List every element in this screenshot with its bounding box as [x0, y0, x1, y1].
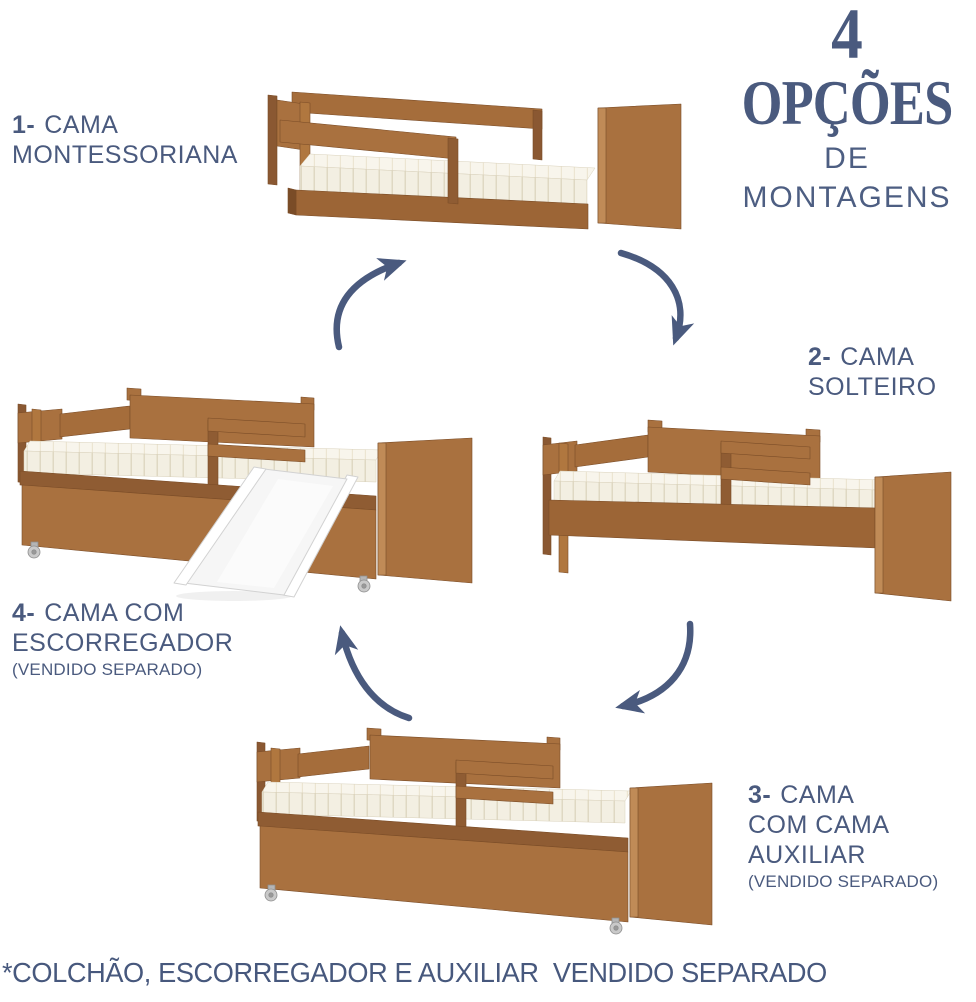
option-3-note: (VENDIDO SEPARADO) [748, 872, 939, 891]
bed-escorregador-image [17, 387, 473, 601]
option-1-number: 1- [12, 111, 36, 139]
bed3-footboard [629, 782, 713, 926]
option-3-number: 3- [748, 781, 772, 809]
option-4-label: 4-CAMA COM ESCORREGADOR (VENDIDO SEPARAD… [12, 598, 233, 681]
cycle-arrow-bed2-to-bed3-icon [615, 620, 694, 714]
bed1-base-frame [287, 187, 589, 230]
title-sub-line1: DE [824, 142, 870, 175]
title-number: 4 [831, 0, 863, 74]
option-4-line1: 4-CAMA COM [12, 599, 185, 627]
cycle-arrow-bed4-to-bed1-icon [333, 258, 407, 351]
option-1-line2: MONTESSORIANA [12, 141, 238, 169]
bed4-slide [173, 466, 359, 601]
bed4-headboard [17, 403, 131, 494]
bed4-caster-right-icon [357, 575, 371, 593]
option-2-number: 2- [808, 343, 832, 371]
bed3-headboard [256, 741, 370, 833]
bed3-trundle-drawer [257, 811, 629, 923]
bed-montessoriana-image [267, 91, 682, 230]
bed2-footboard [874, 471, 952, 602]
bed4-guard-rail [207, 417, 306, 492]
option-2-line2: SOLTEIRO [808, 373, 937, 401]
option-4-number: 4- [12, 599, 36, 627]
title-sub-line2: MONTAGENS [742, 181, 952, 214]
bed3-guard-rail [455, 759, 554, 835]
bed3-caster-left-icon [264, 884, 278, 902]
bed4-footboard [377, 437, 473, 584]
option-3-line1: 3-CAMA [748, 781, 855, 809]
option-4-note: (VENDIDO SEPARADO) [12, 660, 203, 679]
option-2-label: 2-CAMA SOLTEIRO [808, 342, 937, 402]
option-1-label: 1-CAMA MONTESSORIANA [12, 110, 238, 170]
bed4-back-panel [126, 387, 315, 448]
option-3-line2: COM CAMA [748, 811, 890, 839]
option-2-line1: 2-CAMA [808, 343, 915, 371]
bed1-guard-rail [279, 119, 459, 205]
bed4-caster-left-icon [27, 541, 41, 559]
bed1-footboard [597, 103, 682, 230]
cycle-arrow-bed3-to-bed4-icon [334, 625, 413, 722]
bed-cama-auxiliar-image [256, 727, 713, 935]
option-3-label: 3-CAMA COM CAMA AUXILIAR (VENDIDO SEPARA… [748, 780, 938, 893]
bed3-caster-right-icon [609, 917, 623, 935]
title: 4 OPÇÕES DE MONTAGENS [718, 0, 976, 216]
title-word: OPÇÕES [741, 67, 954, 138]
option-4-line2: ESCORREGADOR [12, 629, 234, 657]
option-1-line1: 1-CAMA [12, 111, 119, 139]
bed2-guard-rail [720, 440, 811, 520]
bed1-back-rail [291, 91, 543, 161]
bed2-side-frame [548, 499, 878, 549]
bed-solteiro-image [542, 419, 952, 602]
footnote: *COLCHÃO, ESCORREGADOR E AUXILIAR VENDID… [2, 957, 827, 988]
option-3-line3: AUXILIAR [748, 841, 866, 869]
cycle-arrow-bed1-to-bed2-icon [617, 249, 695, 346]
